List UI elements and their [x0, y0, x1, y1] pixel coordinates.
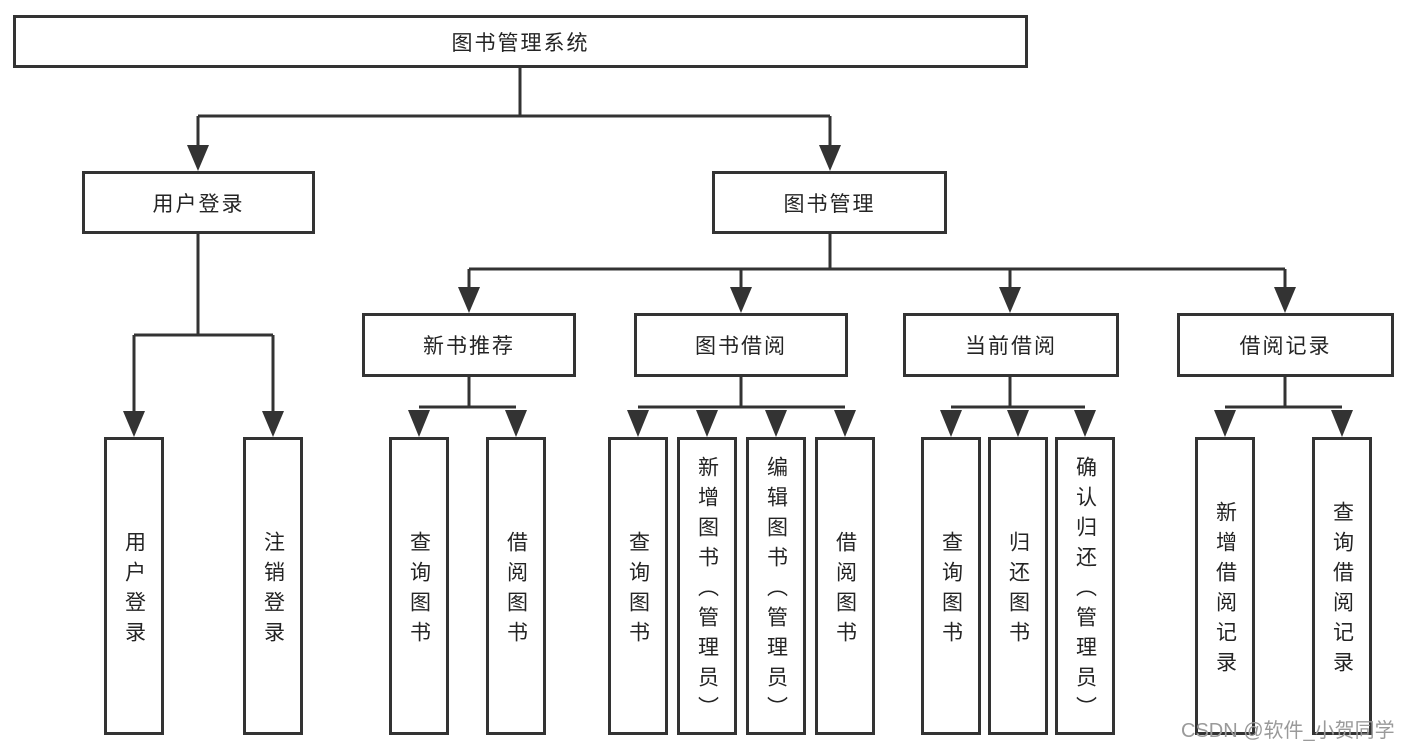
leaf-record-add-borrow-record: 新增借阅记录 — [1195, 437, 1255, 735]
arrow-down-icon — [1214, 410, 1236, 437]
node-library-system: 图书管理系统 — [13, 15, 1028, 68]
node-label: 图书管理 — [783, 192, 876, 216]
node-label: 借阅图书 — [833, 530, 857, 651]
connector-book-mgmt-split — [467, 234, 1287, 289]
connector-new-book-split — [419, 377, 516, 409]
node-label: 编辑图书（管理员） — [764, 455, 788, 726]
node-label: 查询图书 — [939, 530, 963, 651]
arrow-down-icon — [765, 410, 787, 437]
connector-user-login-split — [132, 234, 275, 413]
node-label: 图书借阅 — [695, 335, 787, 358]
arrow-down-icon — [696, 410, 718, 437]
arrow-down-icon — [819, 145, 841, 171]
arrow-down-icon — [627, 410, 649, 437]
leaf-user-login: 用户登录 — [104, 437, 164, 735]
leaf-newbook-borrow-book: 借阅图书 — [486, 437, 546, 735]
node-label: 新书推荐 — [423, 335, 515, 358]
arrow-down-icon — [1274, 287, 1296, 313]
node-user-login: 用户登录 — [82, 171, 315, 234]
node-borrow-record: 借阅记录 — [1177, 313, 1394, 377]
node-book-management: 图书管理 — [712, 171, 947, 234]
node-label: 当前借阅 — [965, 335, 1057, 358]
leaf-borrow-add-book-admin: 新增图书（管理员） — [677, 437, 737, 735]
node-label: 新增图书（管理员） — [695, 455, 719, 726]
arrow-down-icon — [940, 410, 962, 437]
node-label: 用户登录 — [122, 530, 146, 651]
node-label: 图书管理系统 — [451, 31, 590, 55]
arrow-down-icon — [187, 145, 209, 171]
node-label: 查询借阅记录 — [1330, 500, 1354, 681]
leaf-newbook-query-book: 查询图书 — [389, 437, 449, 735]
node-label: 确认归还（管理员） — [1073, 455, 1097, 726]
leaf-logout: 注销登录 — [243, 437, 303, 735]
node-label: 归还图书 — [1006, 530, 1030, 651]
node-label: 新增借阅记录 — [1213, 500, 1237, 681]
leaf-borrow-edit-book-admin: 编辑图书（管理员） — [746, 437, 806, 735]
node-label: 借阅图书 — [504, 530, 528, 651]
leaf-record-query-borrow-record: 查询借阅记录 — [1312, 437, 1372, 735]
node-current-borrow: 当前借阅 — [903, 313, 1119, 377]
leaf-current-return-book: 归还图书 — [988, 437, 1048, 735]
connector-borrow-record-split — [1225, 377, 1342, 409]
csdn-watermark: CSDN @软件_小贺同学 — [1181, 720, 1395, 742]
arrow-down-icon — [408, 410, 430, 437]
arrow-down-icon — [1074, 410, 1096, 437]
arrow-down-icon — [730, 287, 752, 313]
arrow-down-icon — [1331, 410, 1353, 437]
node-book-borrow: 图书借阅 — [634, 313, 848, 377]
connector-lines — [132, 68, 1342, 413]
node-label: 借阅记录 — [1239, 335, 1332, 358]
node-label: 用户登录 — [152, 192, 245, 216]
arrow-down-icon — [505, 410, 527, 437]
leaf-borrow-borrow-book: 借阅图书 — [815, 437, 875, 735]
leaf-current-confirm-return-admin: 确认归还（管理员） — [1055, 437, 1115, 735]
node-label: 查询图书 — [407, 530, 431, 651]
leaf-current-query-book: 查询图书 — [921, 437, 981, 735]
node-label: 查询图书 — [626, 530, 650, 651]
leaf-borrow-query-book: 查询图书 — [608, 437, 668, 735]
arrow-down-icon — [262, 411, 284, 437]
arrow-down-icon — [999, 287, 1021, 313]
connector-book-borrow-split — [638, 377, 845, 409]
connector-current-borrow-split — [951, 377, 1085, 409]
connector-root-split — [196, 68, 832, 147]
arrow-down-icon — [123, 411, 145, 437]
node-new-book-recommend: 新书推荐 — [362, 313, 576, 377]
arrow-down-icon — [834, 410, 856, 437]
arrowhead-icons — [123, 145, 1353, 437]
arrow-down-icon — [458, 287, 480, 313]
node-label: 注销登录 — [261, 530, 285, 651]
arrow-down-icon — [1007, 410, 1029, 437]
